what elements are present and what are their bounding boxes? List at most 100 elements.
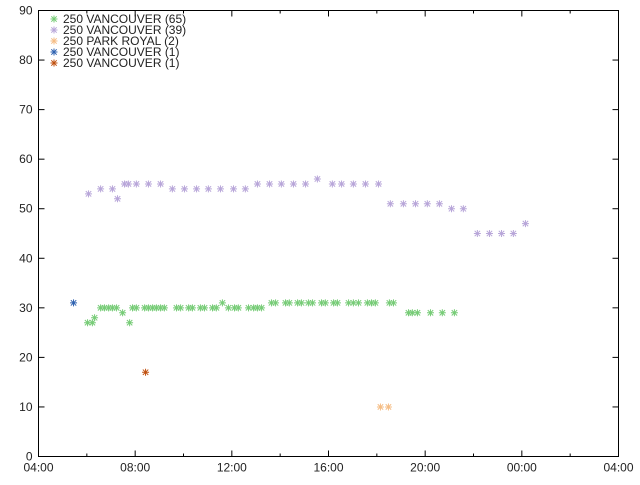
data-point	[84, 319, 92, 327]
data-point	[177, 304, 185, 312]
data-point	[404, 309, 412, 317]
x-tick-label: 20:00	[410, 461, 440, 475]
data-point	[185, 304, 193, 312]
data-point	[385, 299, 393, 307]
data-point	[234, 304, 242, 312]
y-tick-label: 50	[19, 202, 33, 216]
data-point	[328, 180, 336, 188]
data-point	[142, 368, 150, 376]
data-point	[384, 403, 392, 411]
data-point	[180, 185, 188, 193]
data-point	[435, 200, 443, 208]
data-point	[141, 304, 149, 312]
data-point	[289, 180, 297, 188]
data-point	[277, 180, 285, 188]
y-tick-label: 90	[19, 4, 33, 18]
data-point	[423, 200, 431, 208]
legend-marker-icon	[50, 37, 58, 45]
data-point	[157, 304, 165, 312]
data-point	[412, 200, 419, 208]
data-point	[88, 319, 96, 327]
data-point	[368, 299, 376, 307]
data-point	[245, 304, 253, 312]
data-point	[132, 304, 140, 312]
data-point	[294, 299, 302, 307]
legend-label: 250 VANCOUVER (65)	[63, 12, 186, 26]
legend-label: 250 PARK ROYAL (2)	[63, 34, 179, 48]
data-point	[100, 304, 108, 312]
data-point	[105, 304, 113, 312]
y-tick-label: 0	[26, 450, 33, 464]
data-point	[124, 180, 132, 188]
data-point	[376, 403, 384, 411]
data-point	[349, 299, 357, 307]
data-point	[521, 220, 529, 228]
x-tick-label: 00:00	[507, 461, 537, 475]
data-point	[144, 304, 152, 312]
y-tick-label: 40	[19, 251, 33, 265]
data-point	[297, 299, 305, 307]
data-point	[196, 304, 204, 312]
data-point	[363, 299, 371, 307]
x-tick-label: 04:00	[23, 461, 53, 475]
legend-marker-icon	[50, 26, 58, 34]
data-point	[371, 299, 379, 307]
data-point	[114, 195, 122, 203]
data-point	[413, 309, 421, 317]
legend: 250 VANCOUVER (65)250 VANCOUVER (39)250 …	[50, 12, 186, 70]
legend-label: 250 VANCOUVER (1)	[63, 56, 179, 70]
x-tick-label: 12:00	[217, 461, 247, 475]
data-point	[459, 205, 467, 213]
data-point	[333, 299, 341, 307]
data-point	[349, 180, 357, 188]
data-point	[119, 309, 127, 317]
data-point	[281, 299, 289, 307]
x-tick-label: 04:00	[603, 461, 633, 475]
data-point	[267, 299, 275, 307]
data-point	[330, 299, 338, 307]
data-point	[149, 304, 157, 312]
data-point	[188, 304, 196, 312]
legend-marker-icon	[50, 59, 58, 67]
data-point	[304, 299, 312, 307]
data-point	[218, 299, 226, 307]
data-point	[498, 230, 506, 237]
data-point	[313, 175, 321, 183]
data-point	[97, 304, 105, 312]
data-point	[509, 230, 517, 237]
data-point	[321, 299, 329, 307]
data-point	[338, 180, 346, 188]
data-point	[230, 304, 238, 312]
legend-marker-icon	[50, 15, 58, 23]
data-point	[438, 309, 446, 317]
data-point	[157, 180, 165, 188]
data-point	[113, 304, 121, 312]
legend-label: 250 VANCOUVER (39)	[63, 23, 186, 37]
data-points	[70, 175, 529, 411]
data-point	[212, 304, 220, 312]
data-point	[97, 185, 105, 193]
data-point	[144, 180, 152, 188]
data-point	[172, 304, 180, 312]
data-point	[408, 309, 416, 317]
data-point	[224, 304, 232, 312]
data-point	[241, 185, 249, 193]
data-point	[361, 180, 369, 188]
data-point	[91, 314, 99, 322]
y-tick-label: 30	[19, 301, 33, 315]
legend-marker-icon	[50, 48, 58, 56]
data-point	[253, 180, 261, 188]
data-point	[108, 185, 116, 193]
y-tick-label: 80	[19, 53, 33, 67]
data-point	[160, 304, 168, 312]
data-point	[121, 180, 129, 188]
data-point	[168, 185, 176, 193]
data-point	[473, 230, 481, 237]
data-point	[272, 299, 280, 307]
data-point	[375, 180, 383, 188]
data-point	[250, 304, 258, 312]
data-point	[386, 200, 394, 208]
data-point	[450, 309, 458, 317]
data-point	[354, 299, 362, 307]
